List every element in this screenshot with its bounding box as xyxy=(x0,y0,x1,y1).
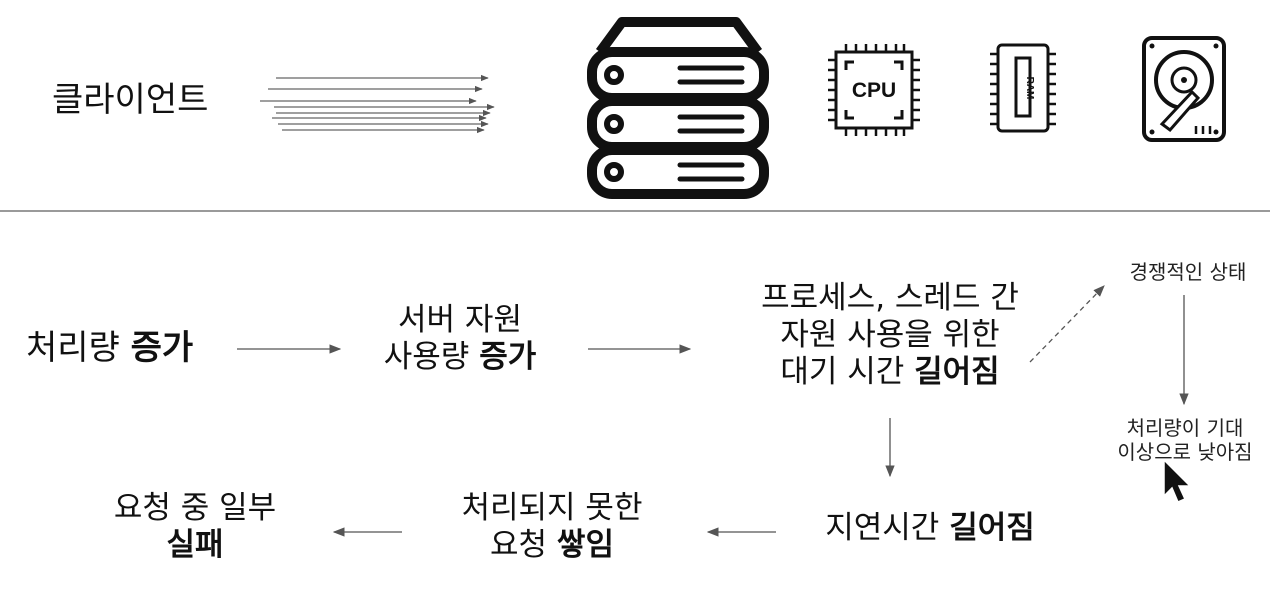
server-usage-label: 서버 자원 사용량 증가 xyxy=(383,302,537,376)
lower-throughput-label: 처리량이 기대 이상으로 낮아짐 xyxy=(1117,416,1253,464)
request-arrows xyxy=(260,74,495,134)
cpu-label: CPU xyxy=(852,79,896,102)
mouse-cursor-icon xyxy=(1163,458,1192,503)
client-label: 클라이언트 xyxy=(52,80,209,120)
race-condition-label: 경쟁적인 상태 xyxy=(1129,260,1247,284)
pending-requests-label: 처리되지 못한 요청 쌓임 xyxy=(461,490,643,564)
throughput-increase-label: 처리량 증가 xyxy=(26,328,194,368)
server-icon xyxy=(587,17,769,199)
wait-time-label: 프로세스, 스레드 간 자원 사용을 위한 대기 시간 길어짐 xyxy=(761,280,1019,391)
hard-disk-icon xyxy=(1142,36,1226,142)
ram-icon xyxy=(990,43,1056,133)
ram-label: RAM xyxy=(1024,77,1035,100)
partial-failure-label: 요청 중 일부 실패 xyxy=(113,490,277,564)
latency-label: 지연시간 길어짐 xyxy=(825,510,1035,546)
cpu-icon xyxy=(828,44,920,136)
